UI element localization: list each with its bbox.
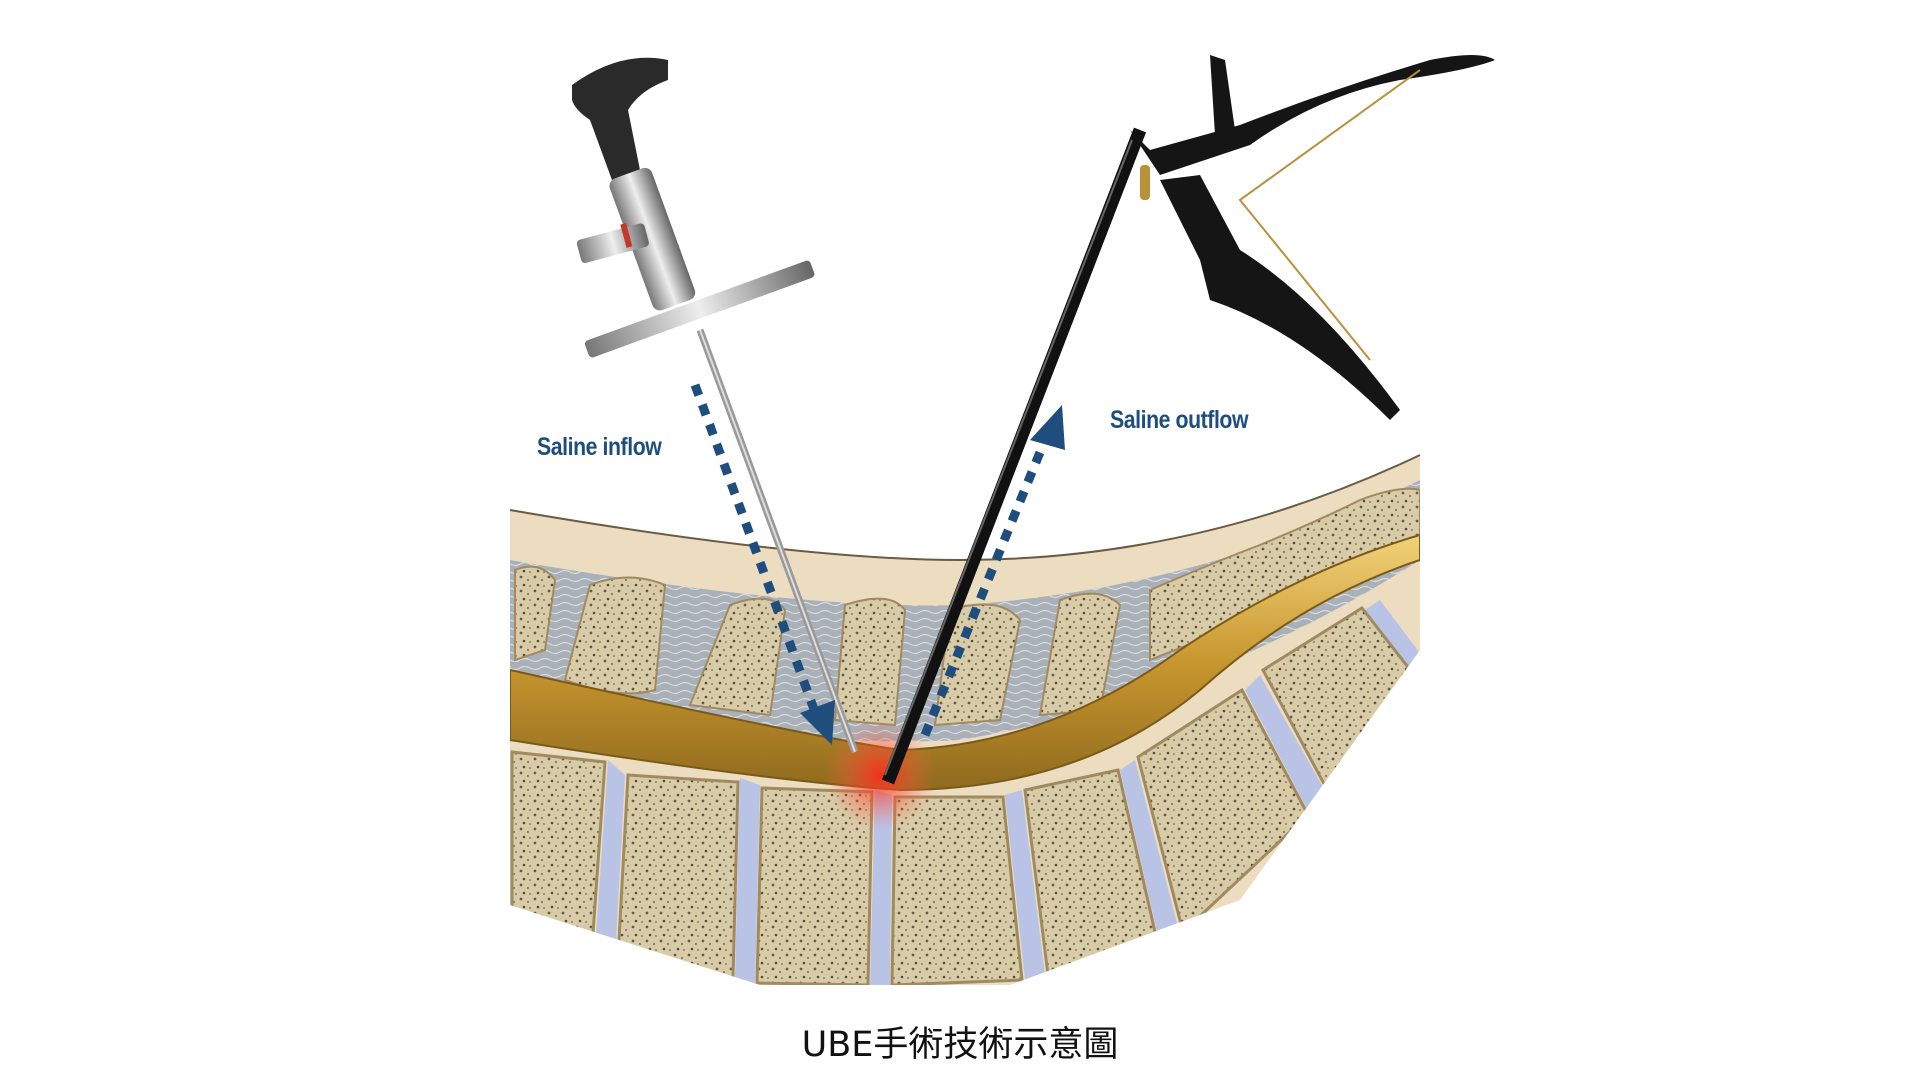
lesion-glow [825, 720, 935, 830]
saline-inflow-arrow [690, 383, 835, 745]
saline-inflow-label: Saline inflow [537, 433, 662, 461]
figure-caption: UBE手術技術示意圖 [801, 1025, 1119, 1065]
posterior-vertebral-elements [514, 487, 1420, 727]
saline-outflow-arrow [920, 405, 1065, 737]
saline-outflow-label: Saline outflow [1110, 406, 1249, 434]
endoscope [572, 57, 859, 754]
kerrison-forceps [881, 55, 1495, 785]
spine-cross-section [510, 455, 1420, 985]
intervertebral-discs [595, 600, 1420, 985]
